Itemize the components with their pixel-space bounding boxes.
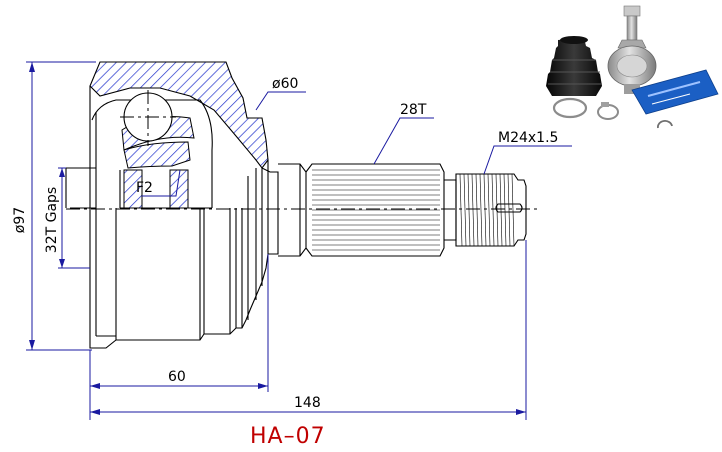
thread-line — [499, 173, 503, 247]
circlip-icon — [657, 120, 673, 129]
hub-bottom-lines — [70, 207, 212, 337]
shaft-neck — [444, 179, 457, 241]
shaft-end-slot — [495, 203, 523, 213]
label-spline-teeth: 28T — [400, 102, 427, 118]
neck-lines — [247, 168, 263, 320]
thread-section — [455, 173, 527, 247]
thread-line — [503, 173, 507, 247]
label-bell-length: 60 — [168, 369, 186, 385]
housing-outline — [89, 86, 269, 349]
thread-line — [487, 173, 491, 247]
thread-line — [507, 173, 511, 247]
label-gaps: 32T Gaps — [44, 187, 60, 253]
cv-joint-icon — [607, 5, 657, 94]
housing-section-hatched — [89, 61, 269, 169]
label-total-length: 148 — [294, 395, 321, 411]
housing-left-stub — [65, 167, 96, 208]
thread-line — [463, 173, 467, 247]
label-diameter-overall: ø97 — [12, 207, 28, 233]
hub-body — [95, 170, 243, 340]
thread-line — [459, 173, 463, 247]
spline-teeth-lines — [312, 169, 440, 251]
inner-race — [91, 99, 213, 208]
thread-line — [471, 173, 475, 247]
thread-line — [475, 173, 479, 247]
product-photo — [546, 5, 719, 129]
thread-line — [467, 173, 471, 247]
grease-pack-icon — [631, 69, 719, 115]
thread-line — [479, 173, 483, 247]
boot-icon — [546, 36, 602, 96]
label-bell-outer-diameter: ø60 — [272, 76, 298, 92]
part-code: HA–07 — [250, 424, 326, 449]
housing-neck — [261, 167, 279, 255]
thread-line — [483, 173, 487, 247]
spline-section — [305, 163, 445, 257]
thread-line — [511, 173, 515, 247]
label-inner-spline: F2 — [136, 180, 153, 196]
label-thread: M24x1.5 — [498, 130, 558, 146]
dimensions — [26, 61, 572, 420]
clamp-ring-icon — [552, 97, 619, 120]
bell-housing — [65, 61, 279, 349]
thread-line — [491, 173, 495, 247]
shaft-collar — [278, 163, 307, 257]
cage-lower — [123, 141, 191, 169]
stub-shaft — [278, 163, 527, 257]
thread-lines — [459, 173, 515, 247]
